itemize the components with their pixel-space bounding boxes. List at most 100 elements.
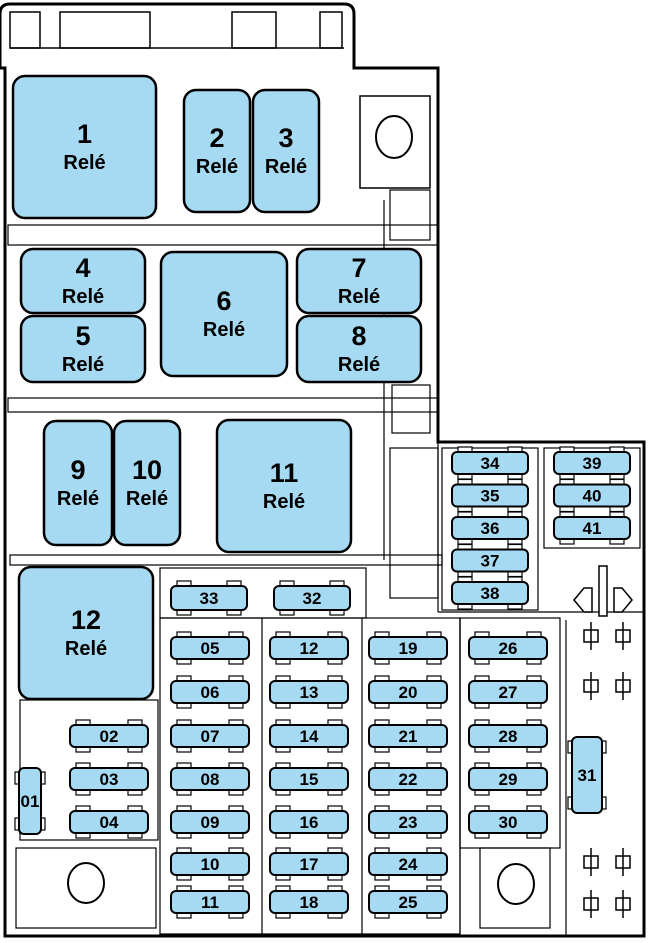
fuse-02-body — [69, 724, 149, 748]
fuse-35: 35 — [451, 478, 529, 513]
fuse-01-label: 01 — [21, 792, 40, 811]
fuse-32-body — [273, 585, 351, 611]
relay-8-label: Relé — [338, 354, 380, 376]
relay-9-body — [42, 419, 114, 547]
mounting-hole-top-right — [375, 115, 413, 159]
housing-details — [7, 189, 644, 936]
fuse-18-label: 18 — [300, 893, 319, 912]
fuse-16-body — [269, 810, 349, 834]
fuse-18: 18 — [269, 885, 349, 919]
fuse-06-label: 06 — [201, 683, 220, 702]
fuses: 0102030405060708091011121314151617181920… — [14, 446, 631, 919]
fuse-13-body — [269, 680, 349, 704]
relay-9-number: 9 — [70, 455, 85, 485]
fuse-21-body — [368, 724, 448, 748]
fuse-28: 28 — [468, 719, 548, 753]
fuse-37-label: 37 — [481, 552, 500, 571]
fuse-16: 16 — [269, 805, 349, 839]
relay-3-number: 3 — [278, 123, 293, 153]
fuse-32: 32 — [273, 580, 351, 616]
arrow-right-icon — [613, 587, 633, 613]
mounting-hole-bottom-center — [497, 863, 535, 905]
arrow-left-icon — [573, 587, 593, 613]
fuse-19: 19 — [368, 631, 448, 665]
relay-5-body — [19, 314, 147, 384]
fuse-23: 23 — [368, 805, 448, 839]
fuse-17-body — [269, 852, 349, 876]
fuse-20-body — [368, 680, 448, 704]
fuse-02-label: 02 — [100, 727, 119, 746]
relay-8-body — [295, 314, 423, 384]
fuse-15: 15 — [269, 762, 349, 796]
fuse-06: 06 — [170, 675, 250, 709]
fuse-20: 20 — [368, 675, 448, 709]
relay-6-body — [159, 250, 289, 378]
fuse-25: 25 — [368, 885, 448, 919]
fuse-40-body — [553, 483, 631, 508]
fuse-34-label: 34 — [481, 454, 500, 473]
fuse-28-label: 28 — [499, 727, 518, 746]
relay-5-label: Relé — [62, 354, 104, 376]
relay-2-body — [182, 88, 252, 214]
fuse-11-label: 11 — [201, 893, 219, 912]
fuse-09-label: 09 — [201, 813, 220, 832]
fuse-12-label: 12 — [300, 639, 319, 658]
fuse-20-label: 20 — [399, 683, 418, 702]
fuse-24: 24 — [368, 847, 448, 881]
fuse-11: 11 — [170, 885, 250, 919]
fuse-21: 21 — [368, 719, 448, 753]
diode-symbols — [583, 622, 631, 918]
fuse-13: 13 — [269, 675, 349, 709]
fuse-26-label: 26 — [499, 639, 518, 658]
fuse-09-body — [170, 810, 250, 834]
mounting-hole-bottom-left — [67, 862, 105, 904]
fuse-10: 10 — [170, 847, 250, 881]
relay-12-body — [17, 565, 155, 701]
fuse-39-label: 39 — [583, 454, 602, 473]
relay-2-number: 2 — [209, 123, 224, 153]
fuse-02: 02 — [69, 719, 149, 753]
fuse-31: 31 — [567, 736, 607, 814]
relay-4-body — [19, 247, 147, 315]
fuse-08-label: 08 — [201, 770, 220, 789]
relay-2-label: Relé — [196, 156, 238, 178]
fuse-04: 04 — [69, 805, 149, 839]
fuse-06-body — [170, 680, 250, 704]
fuse-26-body — [468, 636, 548, 660]
fuse-33-body — [170, 585, 248, 611]
mounting-holes — [67, 95, 535, 905]
fuse-24-body — [368, 852, 448, 876]
relay-10-number: 10 — [132, 455, 162, 485]
fuse-10-label: 10 — [201, 855, 220, 874]
relay-4-number: 4 — [75, 253, 90, 283]
fuse-19-body — [368, 636, 448, 660]
fuse-19-label: 19 — [399, 639, 418, 658]
fuse-27: 27 — [468, 675, 548, 709]
fuse-24-label: 24 — [399, 855, 418, 874]
relay-8-number: 8 — [351, 321, 366, 351]
fuse-38-label: 38 — [481, 584, 500, 603]
relay-11-label: Relé — [263, 491, 305, 513]
relay-4-label: Relé — [62, 286, 104, 308]
fuse-30-body — [468, 810, 548, 834]
fuse-32-label: 32 — [303, 589, 322, 608]
relay-6-number: 6 — [216, 286, 231, 316]
relay-7-number: 7 — [351, 253, 366, 283]
fuse-22-body — [368, 767, 448, 791]
fuse-09: 09 — [170, 805, 250, 839]
fuse-27-label: 27 — [499, 683, 518, 702]
fuse-39: 39 — [553, 446, 631, 480]
fuse-17-label: 17 — [300, 855, 319, 874]
fuse-31-body — [571, 736, 603, 814]
fuse-29-body — [468, 767, 548, 791]
relay-1-number: 1 — [77, 119, 92, 149]
fuse-17: 17 — [269, 847, 349, 881]
fuse-35-body — [451, 483, 529, 508]
